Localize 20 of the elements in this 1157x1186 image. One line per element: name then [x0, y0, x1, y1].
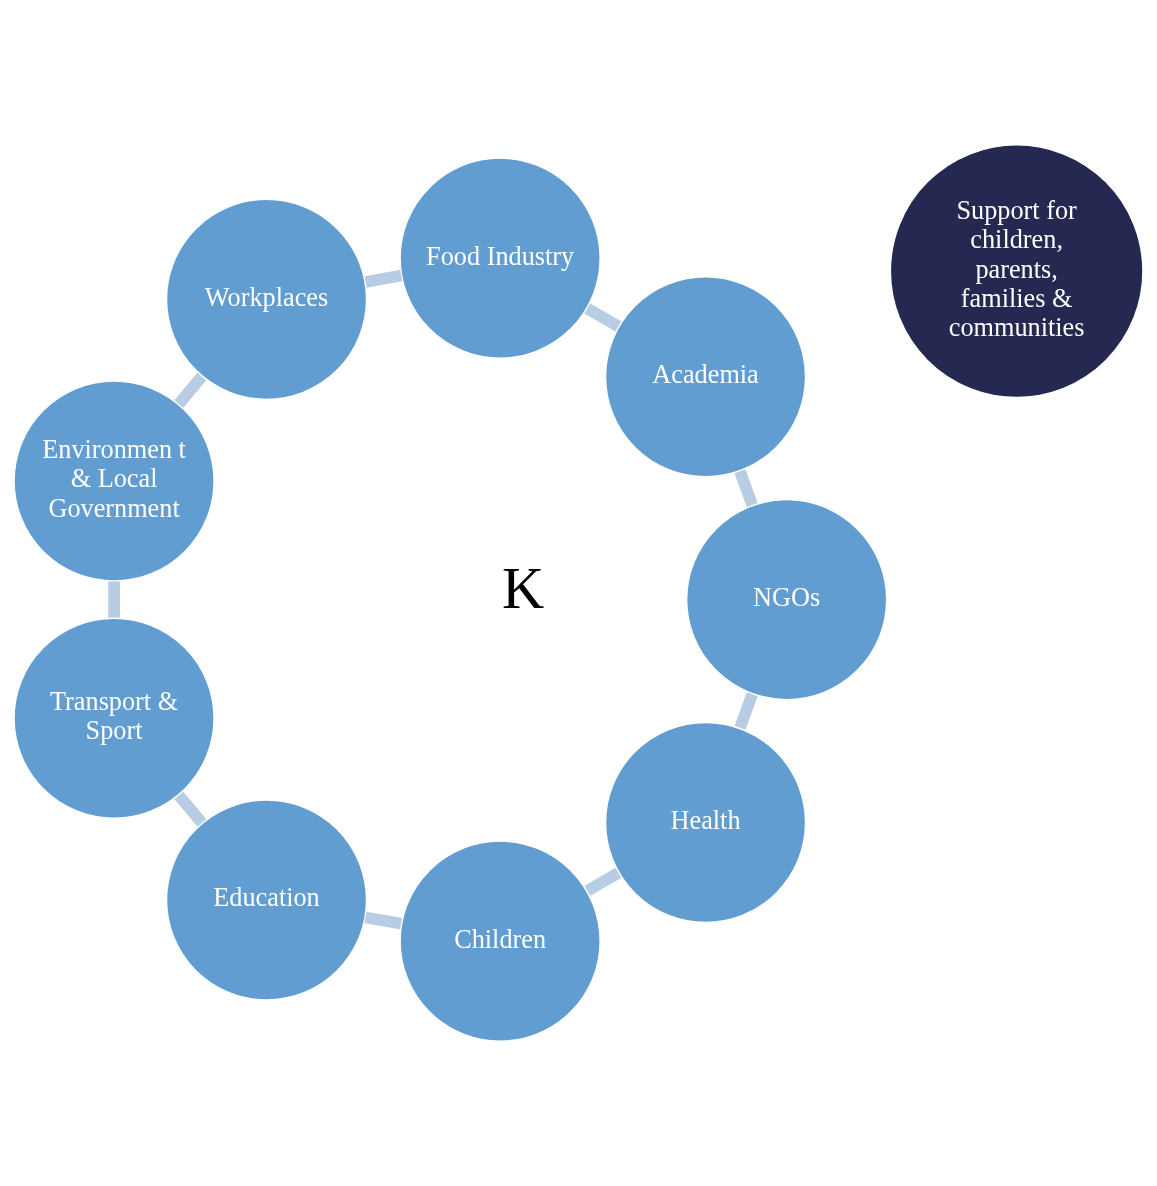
connector [108, 581, 120, 618]
node-circle: Environmen t & Local Government [13, 380, 215, 582]
connector [364, 269, 403, 288]
connector [174, 791, 207, 827]
connector [734, 469, 758, 507]
connector [584, 867, 622, 896]
node-circle: NGOs [685, 498, 888, 701]
node-circle: Food Industry [399, 157, 601, 359]
connector [734, 692, 758, 730]
node-circle: Academia [604, 276, 807, 478]
connector [584, 303, 622, 332]
node-circle: Support for children, parents, families & communities [889, 144, 1144, 399]
node-circle: Children [399, 840, 601, 1042]
label: K [502, 556, 545, 622]
node-circle: Health [604, 721, 807, 924]
node-circle: Transport & Sport [13, 617, 215, 819]
connector [364, 911, 403, 930]
node-circle: Education [165, 799, 368, 1001]
node-circle: Workplaces [165, 198, 368, 401]
connector [174, 372, 207, 408]
